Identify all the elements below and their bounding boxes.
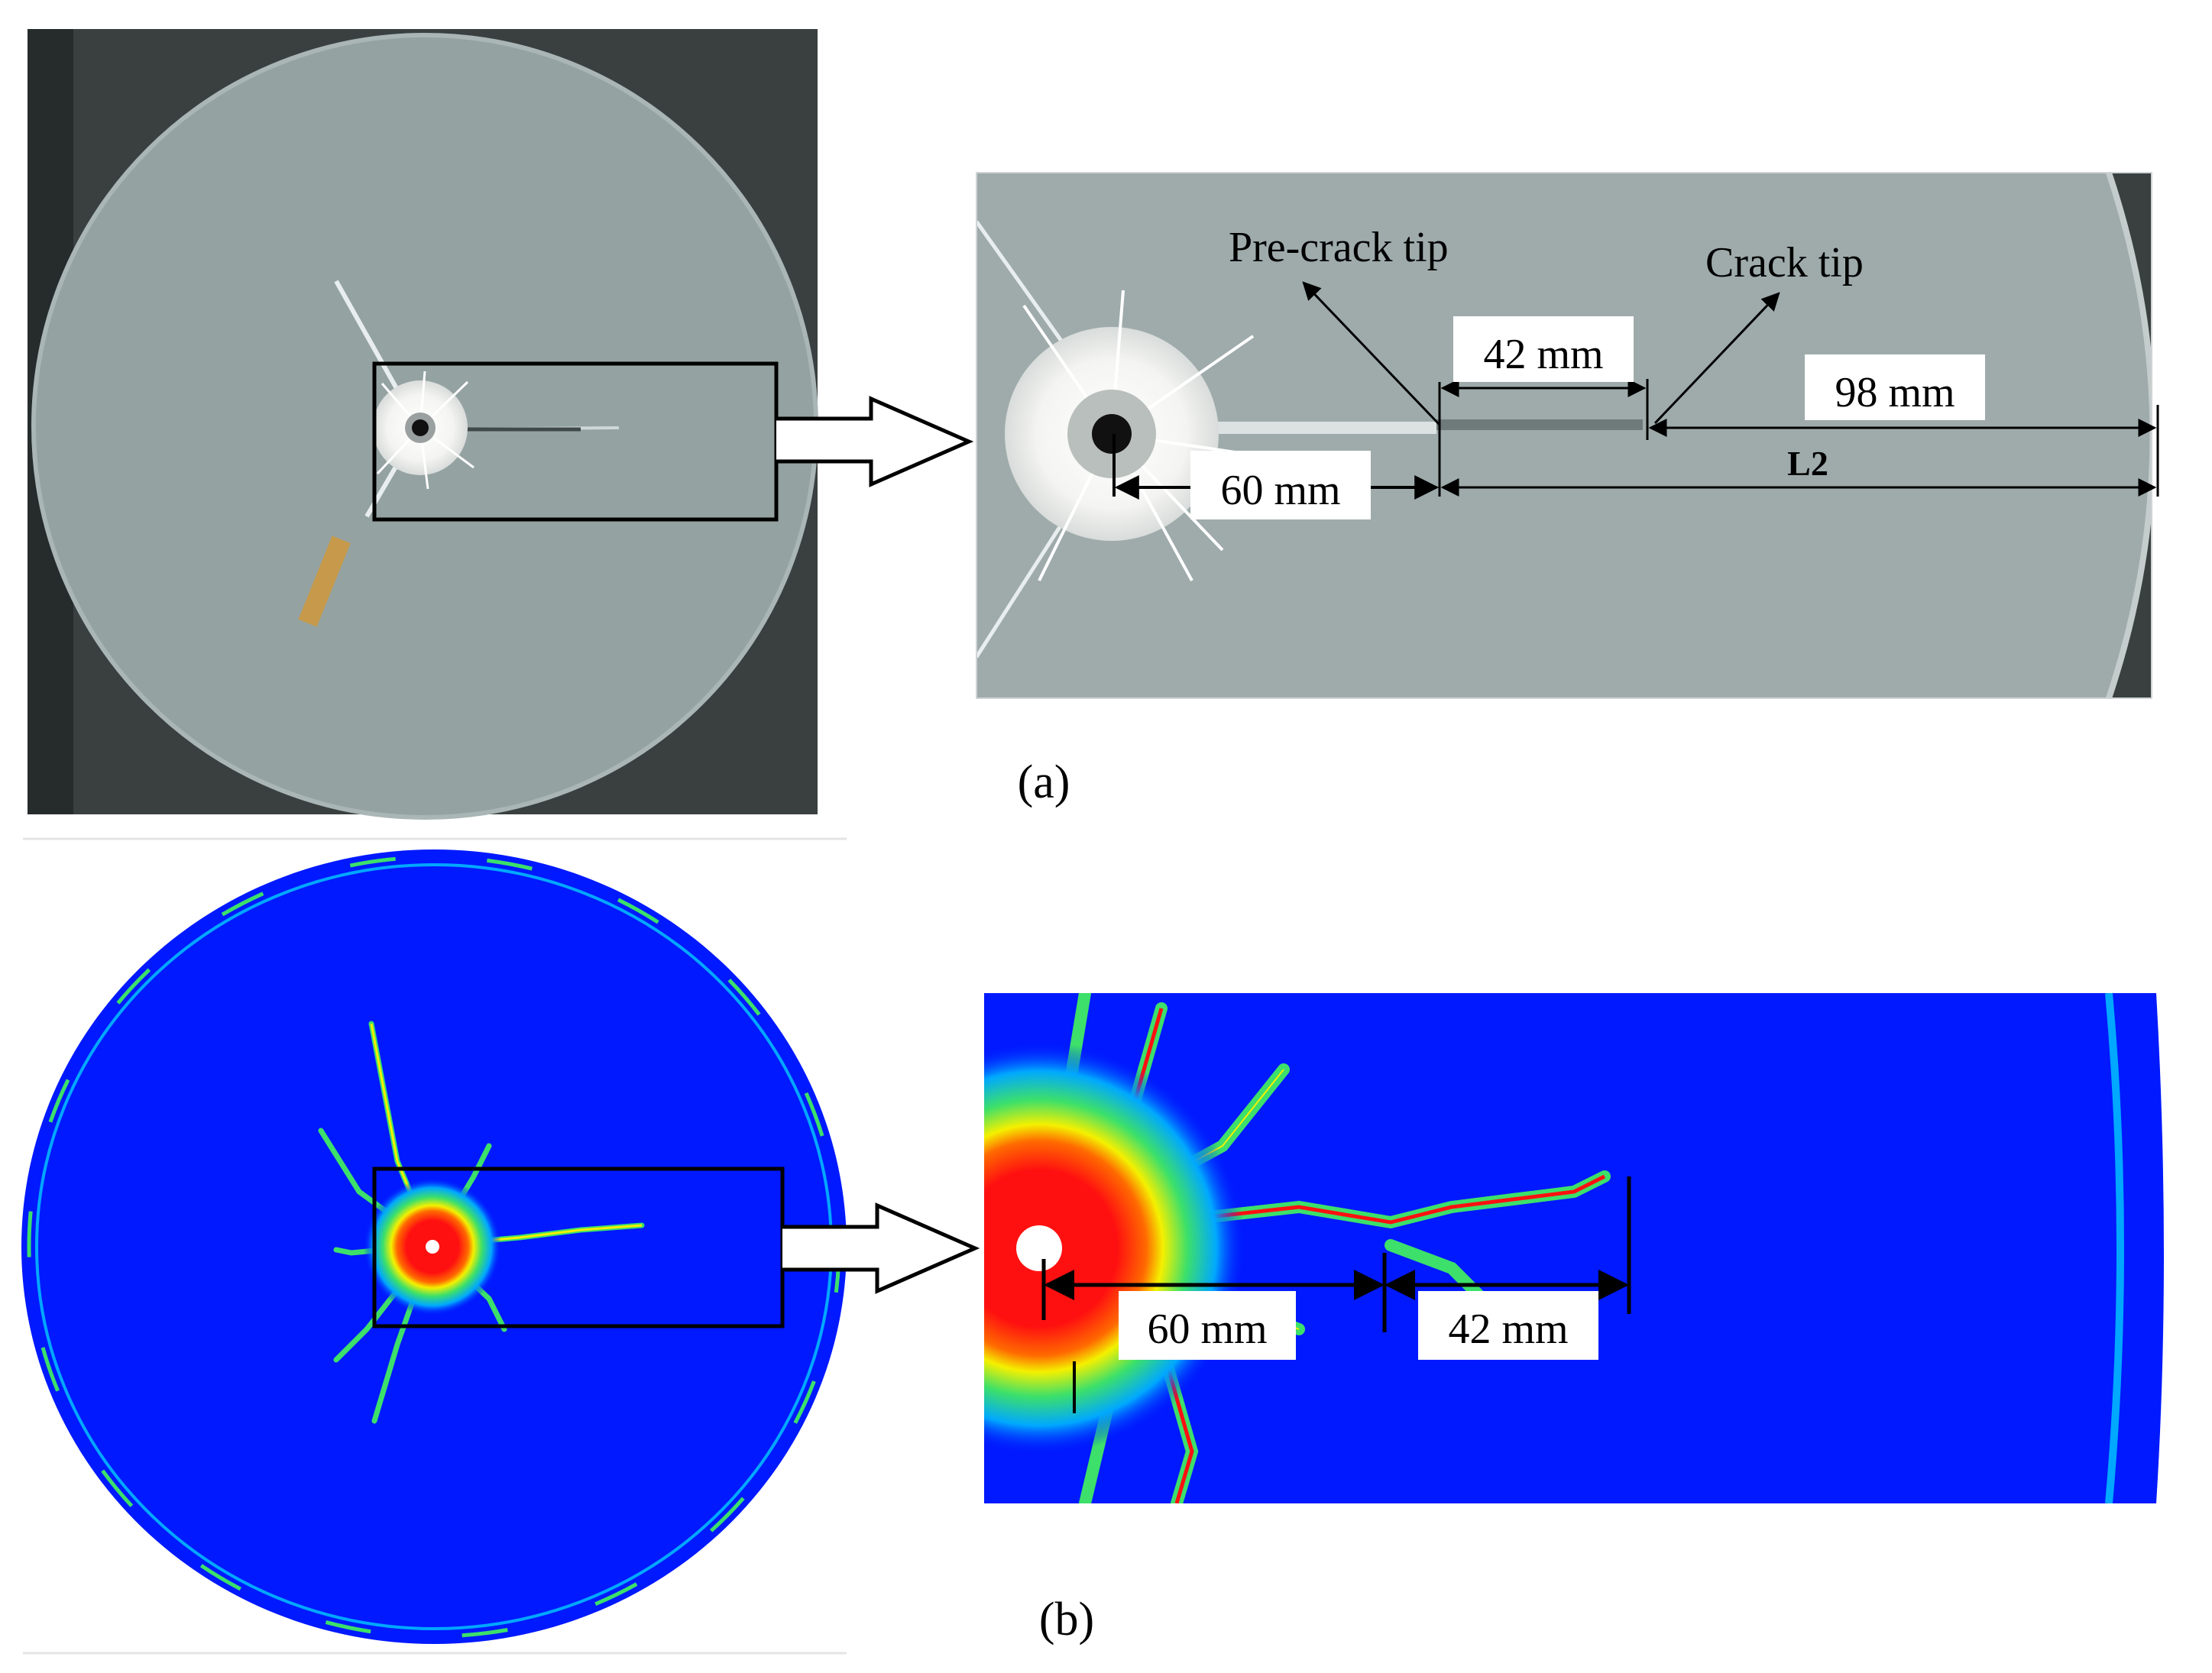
zoom-arrow-a <box>776 396 974 487</box>
dim-60-a: 60 mm <box>1220 467 1340 514</box>
zoom-arrow-b <box>782 1202 980 1294</box>
dim-60-b: 60 mm <box>1147 1306 1267 1353</box>
caption-a: (a) <box>1018 756 1070 808</box>
dim-L2-a: L2 <box>1787 444 1828 483</box>
panel-a-photo <box>28 29 818 820</box>
crack-tip-label: Crack tip <box>1705 239 1864 286</box>
panel-a-zoom: Pre-crack tip Crack tip 42 mm 98 mm 60 m… <box>976 172 2159 699</box>
dim-42-a: 42 mm <box>1483 331 1603 378</box>
panel-b-zoom: 60 mm 42 mm <box>984 993 2164 1503</box>
strain-gauge <box>298 536 351 627</box>
dim-42-b: 42 mm <box>1448 1306 1568 1353</box>
pre-crack-tip-label: Pre-crack tip <box>1229 224 1449 271</box>
dim-98-a: 98 mm <box>1835 369 1955 416</box>
panel-b-sim <box>21 849 847 1644</box>
caption-b: (b) <box>1039 1594 1094 1645</box>
